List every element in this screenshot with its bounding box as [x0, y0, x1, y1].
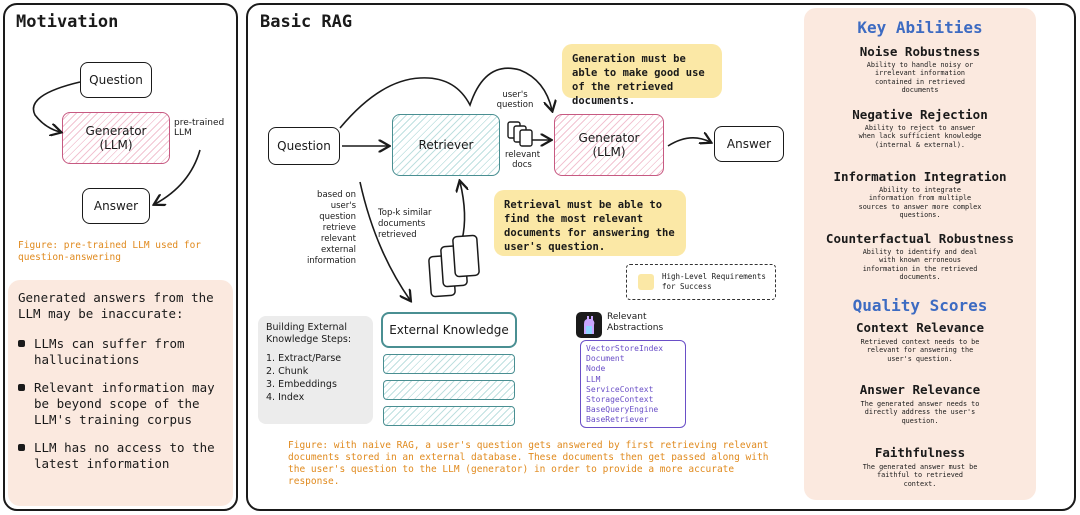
motivation-figure-caption: Figure: pre-trained LLM used for questio…	[18, 240, 202, 263]
knowledge-chunk	[383, 380, 515, 400]
ability-name: Negative Rejection	[852, 107, 988, 122]
knowledge-chunk	[383, 406, 515, 426]
arrow-generator-to-answer	[667, 138, 710, 147]
arrow-topk-to-retriever	[460, 182, 465, 241]
step-item: 3. Embeddings	[266, 379, 337, 390]
score-name: Faithfulness	[874, 445, 966, 460]
bullet-item: Relevant information may be beyond scope…	[18, 380, 228, 428]
inaccurate-panel	[8, 280, 233, 506]
bullet-item: LLM has no access to the latest informat…	[18, 440, 228, 472]
ability-desc: Ability to identify and deal with known …	[862, 248, 978, 281]
motivation-question-box: Question	[80, 62, 152, 98]
rag-figure-caption: Figure: with naive RAG, a user's questio…	[288, 440, 769, 487]
docs-stack-topk	[428, 234, 480, 298]
external-knowledge-box: External Knowledge	[381, 312, 517, 348]
motivation-generator-box: Generator (LLM)	[62, 112, 170, 164]
motivation-question-label: Question	[89, 73, 143, 87]
retriever-label: Retriever	[418, 138, 474, 152]
rag-title: Basic RAG	[260, 12, 353, 32]
quality-scores-title: Quality Scores	[852, 296, 988, 315]
score-desc: The generated answer must be faithful to…	[862, 463, 978, 488]
external-knowledge-label: External Knowledge	[389, 323, 509, 337]
abstraction-item: VectorStoreIndex	[586, 344, 664, 353]
arrow-question-to-generator-curve	[339, 67, 552, 129]
ability-desc: Ability to handle noisy or irrelevant in…	[866, 61, 974, 94]
building-steps-panel	[258, 316, 373, 424]
arrow-question-to-generator	[32, 81, 81, 132]
arrow-generator-to-answer	[155, 149, 201, 204]
note-retrieval: Retrieval must be able to find the most …	[494, 190, 686, 256]
motivation-generator-label: Generator (LLM)	[85, 124, 147, 152]
score-desc: The generated answer needs to directly a…	[860, 400, 980, 425]
pretrained-label: pre-trained LLM	[174, 118, 225, 138]
ability-name: Noise Robustness	[859, 44, 981, 59]
motivation-answer-label: Answer	[93, 199, 139, 213]
building-steps-list: 1. Extract/Parse 2. Chunk 3. Embeddings …	[266, 352, 341, 404]
step-item: 2. Chunk	[266, 366, 309, 377]
rag-question-box: Question	[268, 127, 340, 165]
abstraction-item: ServiceContext	[586, 384, 654, 394]
building-title: Building External Knowledge Steps:	[266, 322, 352, 345]
ability-name: Information Integration	[833, 169, 1007, 184]
abstraction-item: Document	[586, 354, 625, 364]
step-item: 4. Index	[266, 392, 305, 403]
inaccurate-heading: Generated answers from the LLM may be in…	[18, 290, 214, 321]
legend-box	[626, 264, 776, 300]
step-item: 1. Extract/Parse	[266, 353, 342, 364]
bullet-item: LLMs can suffer from hallucinations	[18, 336, 228, 368]
legend-swatch	[638, 274, 654, 290]
score-name: Answer Relevance	[859, 382, 981, 397]
topk-label: Top-k similar documents retrieved	[378, 208, 432, 240]
ability-desc: Ability to integrate information from mu…	[858, 186, 982, 219]
rag-question-label: Question	[277, 139, 331, 153]
motivation-title: Motivation	[16, 12, 119, 32]
rag-generator-label: Generator (LLM)	[578, 131, 640, 159]
llama-icon	[576, 312, 602, 338]
abstraction-item: BaseRetriever	[586, 415, 649, 425]
abstractions-box: VectorStoreIndex Document Node LLM Servi…	[580, 340, 686, 428]
rag-answer-label: Answer	[726, 137, 772, 151]
arrow-retriever-to-knowledge	[359, 181, 410, 300]
abstractions-title: Relevant Abstractions	[607, 312, 664, 333]
users-question-label: user's question	[496, 90, 534, 110]
retriever-box: Retriever	[392, 114, 500, 176]
rag-answer-box: Answer	[714, 126, 784, 162]
abstraction-item: BaseQueryEngine	[586, 405, 659, 415]
knowledge-chunk	[383, 354, 515, 374]
legend-label: High-Level Requirements for Success	[662, 272, 766, 291]
docs-stack-top	[507, 121, 533, 147]
key-abilities-title: Key Abilities	[857, 18, 983, 37]
ability-desc: Ability to reject to answer when lack su…	[858, 124, 982, 149]
based-on-label: based on user's question retrieve releva…	[306, 190, 356, 266]
key-abilities-panel	[804, 8, 1036, 500]
relevant-docs-label: relevant docs	[505, 150, 541, 170]
abstraction-item: LLM	[586, 374, 601, 384]
abstraction-item: StorageContext	[586, 395, 654, 405]
inaccurate-bullets: LLMs can suffer from hallucinations Rele…	[18, 336, 228, 484]
abstraction-item: Node	[586, 364, 606, 374]
ability-name: Counterfactual Robustness	[825, 231, 1015, 246]
score-name: Context Relevance	[856, 320, 984, 335]
note-generation: Generation must be able to make good use…	[562, 44, 722, 107]
score-desc: Retrieved context needs to be relevant f…	[860, 338, 980, 363]
rag-generator-box: Generator (LLM)	[554, 114, 664, 176]
motivation-answer-box: Answer	[82, 188, 150, 224]
